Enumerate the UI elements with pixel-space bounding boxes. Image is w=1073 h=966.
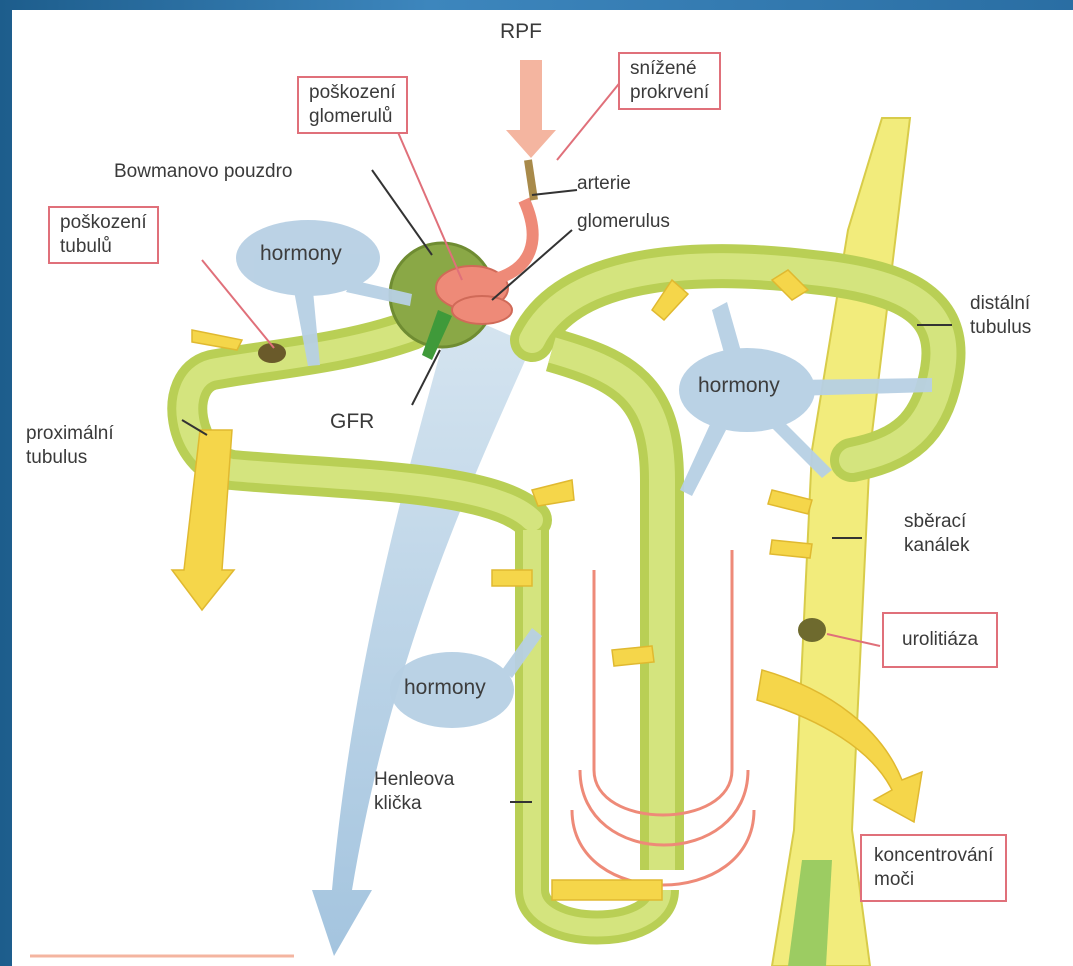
nephron-diagram	[12, 10, 1073, 966]
glomerular-damage-box: poškození glomerulů	[297, 76, 408, 134]
rpf-arrow	[506, 60, 556, 158]
gfr-label: GFR	[330, 410, 374, 434]
diagram-canvas: RPF arterie glomerulus Bowmanovo pouzdro…	[12, 10, 1073, 966]
afferent-artery	[492, 200, 533, 280]
glomerulus-label: glomerulus	[577, 210, 670, 234]
proximal-tubule-label: proximální tubulus	[26, 422, 114, 470]
reduced-perfusion-box: snížené prokrvení	[618, 52, 721, 110]
hormone-label-2: hormony	[698, 374, 780, 398]
urolith-stone	[798, 618, 826, 642]
blood-flow-arrow	[312, 310, 532, 956]
arterie-label: arterie	[577, 172, 631, 196]
hormone-label-1: hormony	[260, 242, 342, 266]
urolithiasis-box: urolitiáza	[882, 612, 998, 668]
distal-tubule-label: distální tubulus	[970, 292, 1031, 340]
hormone-label-3: hormony	[404, 676, 486, 700]
tubular-damage-box: poškození tubulů	[48, 206, 159, 264]
urine-concentration-box: koncentrování moči	[860, 834, 1007, 902]
bowman-capsule-label: Bowmanovo pouzdro	[114, 160, 293, 184]
rpf-label: RPF	[500, 20, 542, 44]
henle-loop-label: Henleova klička	[374, 768, 454, 816]
collecting-duct-label: sběrací kanálek	[904, 510, 970, 558]
